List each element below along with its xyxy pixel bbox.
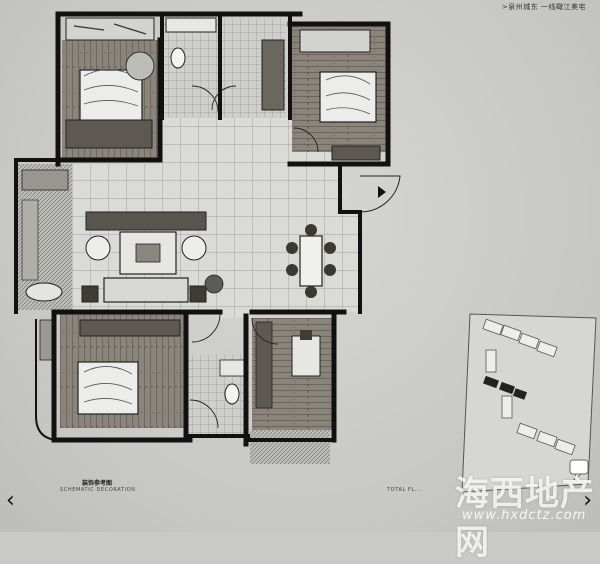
bathroom-south [188,354,248,434]
next-arrow-icon[interactable]: › [583,488,592,513]
total-floor-caption: TOTAL FL... [387,487,422,493]
watermark-url: www.hxdctz.com [462,508,587,523]
living-room-furniture [81,211,224,303]
master-bedroom-nw [62,17,160,158]
bedroom-ne [292,24,386,161]
site-plan-thumbnail [461,313,597,493]
west-balcony [18,164,72,310]
entrance-door [359,175,401,213]
dining-table [286,224,336,298]
project-caption: >泉州城东 一线瞰江美宅 [501,3,586,11]
decoration-caption-cn: 装饰参考图 [82,480,113,487]
bedroom-sw [39,314,186,428]
walls [14,11,391,447]
previous-arrow-icon[interactable]: ‹ [6,488,15,513]
decoration-caption-en: SCHEMATIC DECORATION [60,487,136,493]
bathroom-north [162,14,286,118]
floor-plan-drawing [14,11,597,493]
study-se [250,318,334,464]
door-swings [189,85,319,429]
speech-bubble-icon [569,459,589,482]
